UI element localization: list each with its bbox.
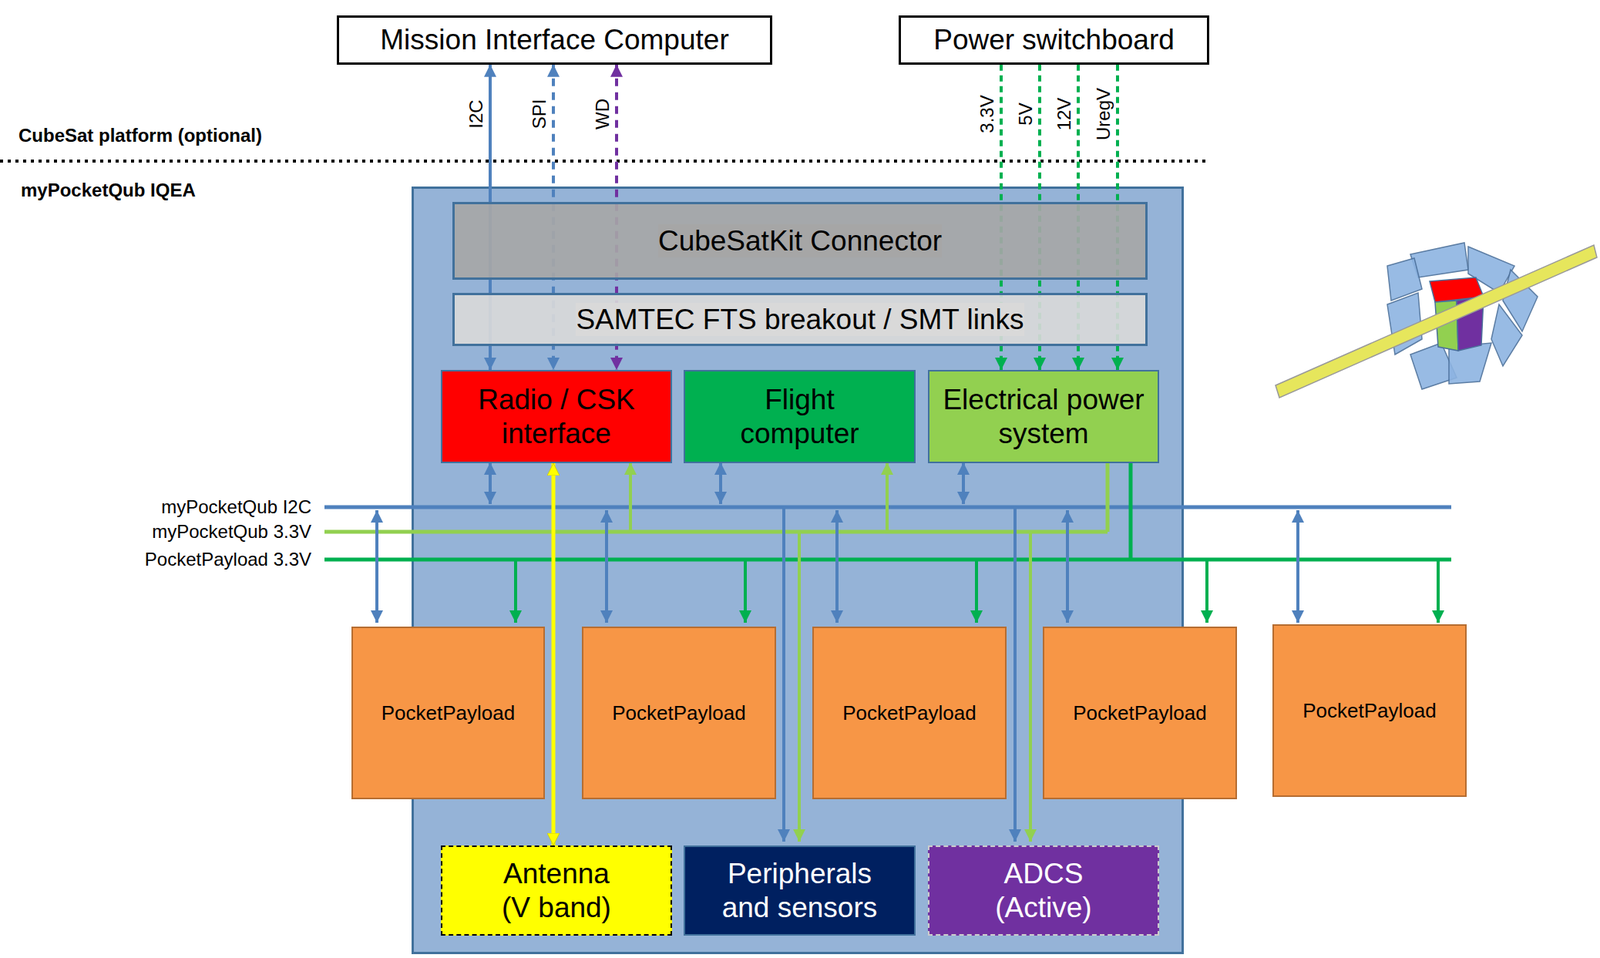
cube-face [1456,296,1484,351]
subsystem-box: Peripherals and sensors [683,845,916,936]
payload-box: PocketPayload [581,626,777,800]
box-label: PocketPayload [1072,701,1207,726]
bus-stub [782,507,786,842]
box-label: PocketPayload [611,701,746,726]
cube-face [1435,300,1459,351]
power-stub [1436,559,1440,623]
signal-label: SPI [528,99,551,130]
breakout-band: SAMTEC FTS breakout / SMT links [452,292,1148,347]
panel-heading: myPocketQub IQEA [20,179,196,202]
box-label: ADCS (Active) [983,857,1104,925]
signal-label: 3.3V [976,94,999,133]
power-stub [974,559,979,623]
box-label: Antenna (V band) [496,857,617,925]
i2c-bus [324,505,1452,510]
box-label: Peripherals and sensors [715,857,884,925]
bus-stub [1065,510,1069,623]
signal-connector [551,463,556,846]
signal-label: 5V [1015,102,1037,125]
solar-petal [1491,304,1523,367]
power-stub [1205,559,1209,623]
power-stub [743,559,747,623]
signal-connector [1115,64,1120,370]
connector-band: CubeSatKit Connector [452,201,1148,280]
payload-power-bus [324,557,1452,562]
box-label: Electrical power system [941,383,1146,451]
power-stub [797,531,801,842]
antenna-boom [1275,245,1597,398]
solar-petal [1387,258,1422,301]
antenna-box: Antenna (V band) [440,845,673,936]
interface-box: Power switchboard [898,15,1210,65]
box-label: CubeSatKit Connector [658,224,942,259]
bus-stub [719,462,723,505]
power-stub [1028,531,1032,842]
bus-stub [1296,510,1300,623]
interface-box: Mission Interface Computer [336,15,773,65]
solar-petal [1410,242,1469,278]
signal-label: 12V [1053,97,1076,132]
bus-stub [1013,507,1017,842]
solar-petal [1502,269,1538,332]
eps-feed [1129,460,1133,560]
box-label: PocketPayload [842,701,976,726]
bus-stub [835,510,839,623]
box-label: Radio / CSK interface [448,383,665,451]
bus-stub [375,510,379,623]
eps-feed [1105,460,1110,532]
solar-petal [1410,342,1457,390]
signal-connector [615,64,619,370]
payload-box: PocketPayload [1272,624,1467,797]
payload-box: PocketPayload [351,626,545,800]
bus-label: myPocketQub 3.3V [151,521,312,543]
signal-connector [488,64,492,370]
payload-box: PocketPayload [812,626,1007,800]
bus-stub [605,510,609,623]
solar-petal [1468,246,1515,293]
solar-petal [1448,342,1492,384]
subsystem-box: Radio / CSK interface [440,369,673,464]
signal-label: WD [591,98,614,130]
signal-label: I2C [465,99,488,128]
bus-label: myPocketQub I2C [161,496,312,518]
box-label: Mission Interface Computer [379,23,729,58]
system-panel: myPocketQub IQEACubeSatKit ConnectorSAMT… [411,186,1184,955]
signal-connector [999,64,1003,370]
signal-connector [1038,64,1042,370]
platform-divider [0,159,1207,163]
payload-box: PocketPayload [1042,626,1237,800]
signal-label: UregV [1092,87,1115,141]
box-label: Flight computer [731,383,868,451]
box-label: Power switchboard [933,23,1175,58]
bus-label: PocketPayload 3.3V [144,548,312,571]
subsystem-box: ADCS (Active) [927,845,1160,936]
satellite-illustration [1275,242,1597,398]
region-label: CubeSat platform (optional) [18,124,263,147]
power-stub [885,462,889,532]
power-stub [628,462,632,532]
box-label: PocketPayload [1302,699,1436,723]
signal-connector [1076,64,1080,370]
subsystem-box: Flight computer [683,369,916,464]
signal-connector [551,64,555,370]
box-label: PocketPayload [381,701,515,726]
cube-top [1429,277,1484,303]
power-bus [324,530,1108,535]
bus-stub [488,462,492,505]
bus-stub [961,462,965,505]
power-stub [514,559,518,623]
subsystem-box: Electrical power system [927,369,1160,464]
box-label: SAMTEC FTS breakout / SMT links [575,302,1024,337]
solar-petal [1387,292,1422,355]
